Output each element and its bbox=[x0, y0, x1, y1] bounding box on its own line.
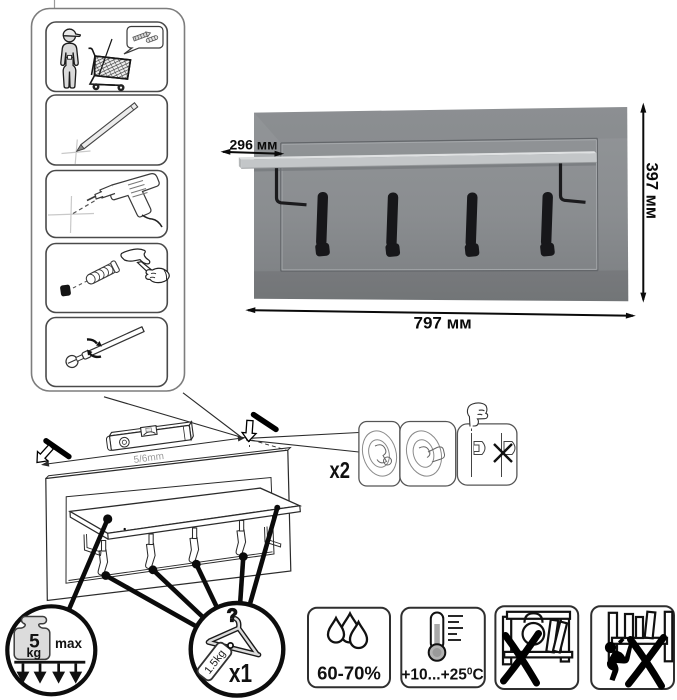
svg-text:5: 5 bbox=[29, 632, 40, 653]
svg-text:+10...+250C: +10...+250C bbox=[401, 667, 483, 684]
svg-text:5/6mm: 5/6mm bbox=[133, 451, 165, 466]
svg-text:60-70%: 60-70% bbox=[317, 663, 381, 684]
svg-text:x1: x1 bbox=[229, 659, 252, 688]
svg-text:397 мм: 397 мм bbox=[642, 163, 660, 220]
svg-text:?: ? bbox=[227, 606, 238, 626]
svg-text:797 мм: 797 мм bbox=[414, 314, 472, 333]
svg-text:x2: x2 bbox=[330, 458, 350, 483]
svg-text:max: max bbox=[55, 636, 83, 651]
svg-text:kg: kg bbox=[27, 646, 42, 660]
svg-text:296 мм: 296 мм bbox=[230, 137, 278, 153]
